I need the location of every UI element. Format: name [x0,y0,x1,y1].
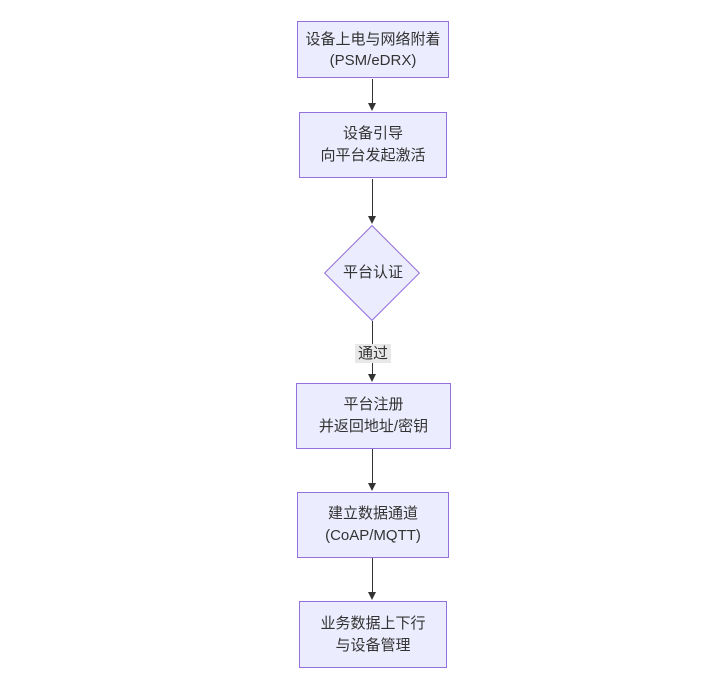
node-line: 并返回地址/密钥 [318,418,429,435]
arrow-bootstrap-to-auth-line [372,179,373,217]
edge-label-pass: 通过 [354,344,392,363]
node-line: 业务数据上下行 [320,614,426,632]
arrow-down-icon [368,103,376,111]
arrow-down-icon [368,592,376,600]
node-platform-register: 平台注册 并返回地址/密钥 [296,383,451,449]
node-line: 与设备管理 [335,636,411,654]
node-line: 建立数据通道 [327,505,418,522]
node-data-channel: 建立数据通道 (CoAP/MQTT) [297,492,449,558]
arrow-register-to-channel-line [372,449,373,484]
node-line: (PSM/eDRX) [329,51,417,69]
decision-platform-auth-label: 平台认证 [342,264,404,281]
node-line: 设备上电与网络附着 [305,30,441,48]
node-line: 平台注册 [343,396,404,413]
arrow-down-icon [368,216,376,224]
node-line: 设备引导 [342,125,403,142]
node-line: 向平台发起激活 [320,147,426,164]
arrow-channel-to-business-line [372,558,373,593]
node-line: (CoAP/MQTT) [325,527,421,544]
arrow-down-icon [368,374,376,382]
node-business-data: 业务数据上下行 与设备管理 [299,601,447,668]
node-device-bootstrap: 设备引导 向平台发起激活 [299,112,447,178]
arrow-down-icon [368,483,376,491]
arrow-attach-to-bootstrap-line [372,79,373,104]
node-power-network-attach: 设备上电与网络附着 (PSM/eDRX) [297,21,449,78]
